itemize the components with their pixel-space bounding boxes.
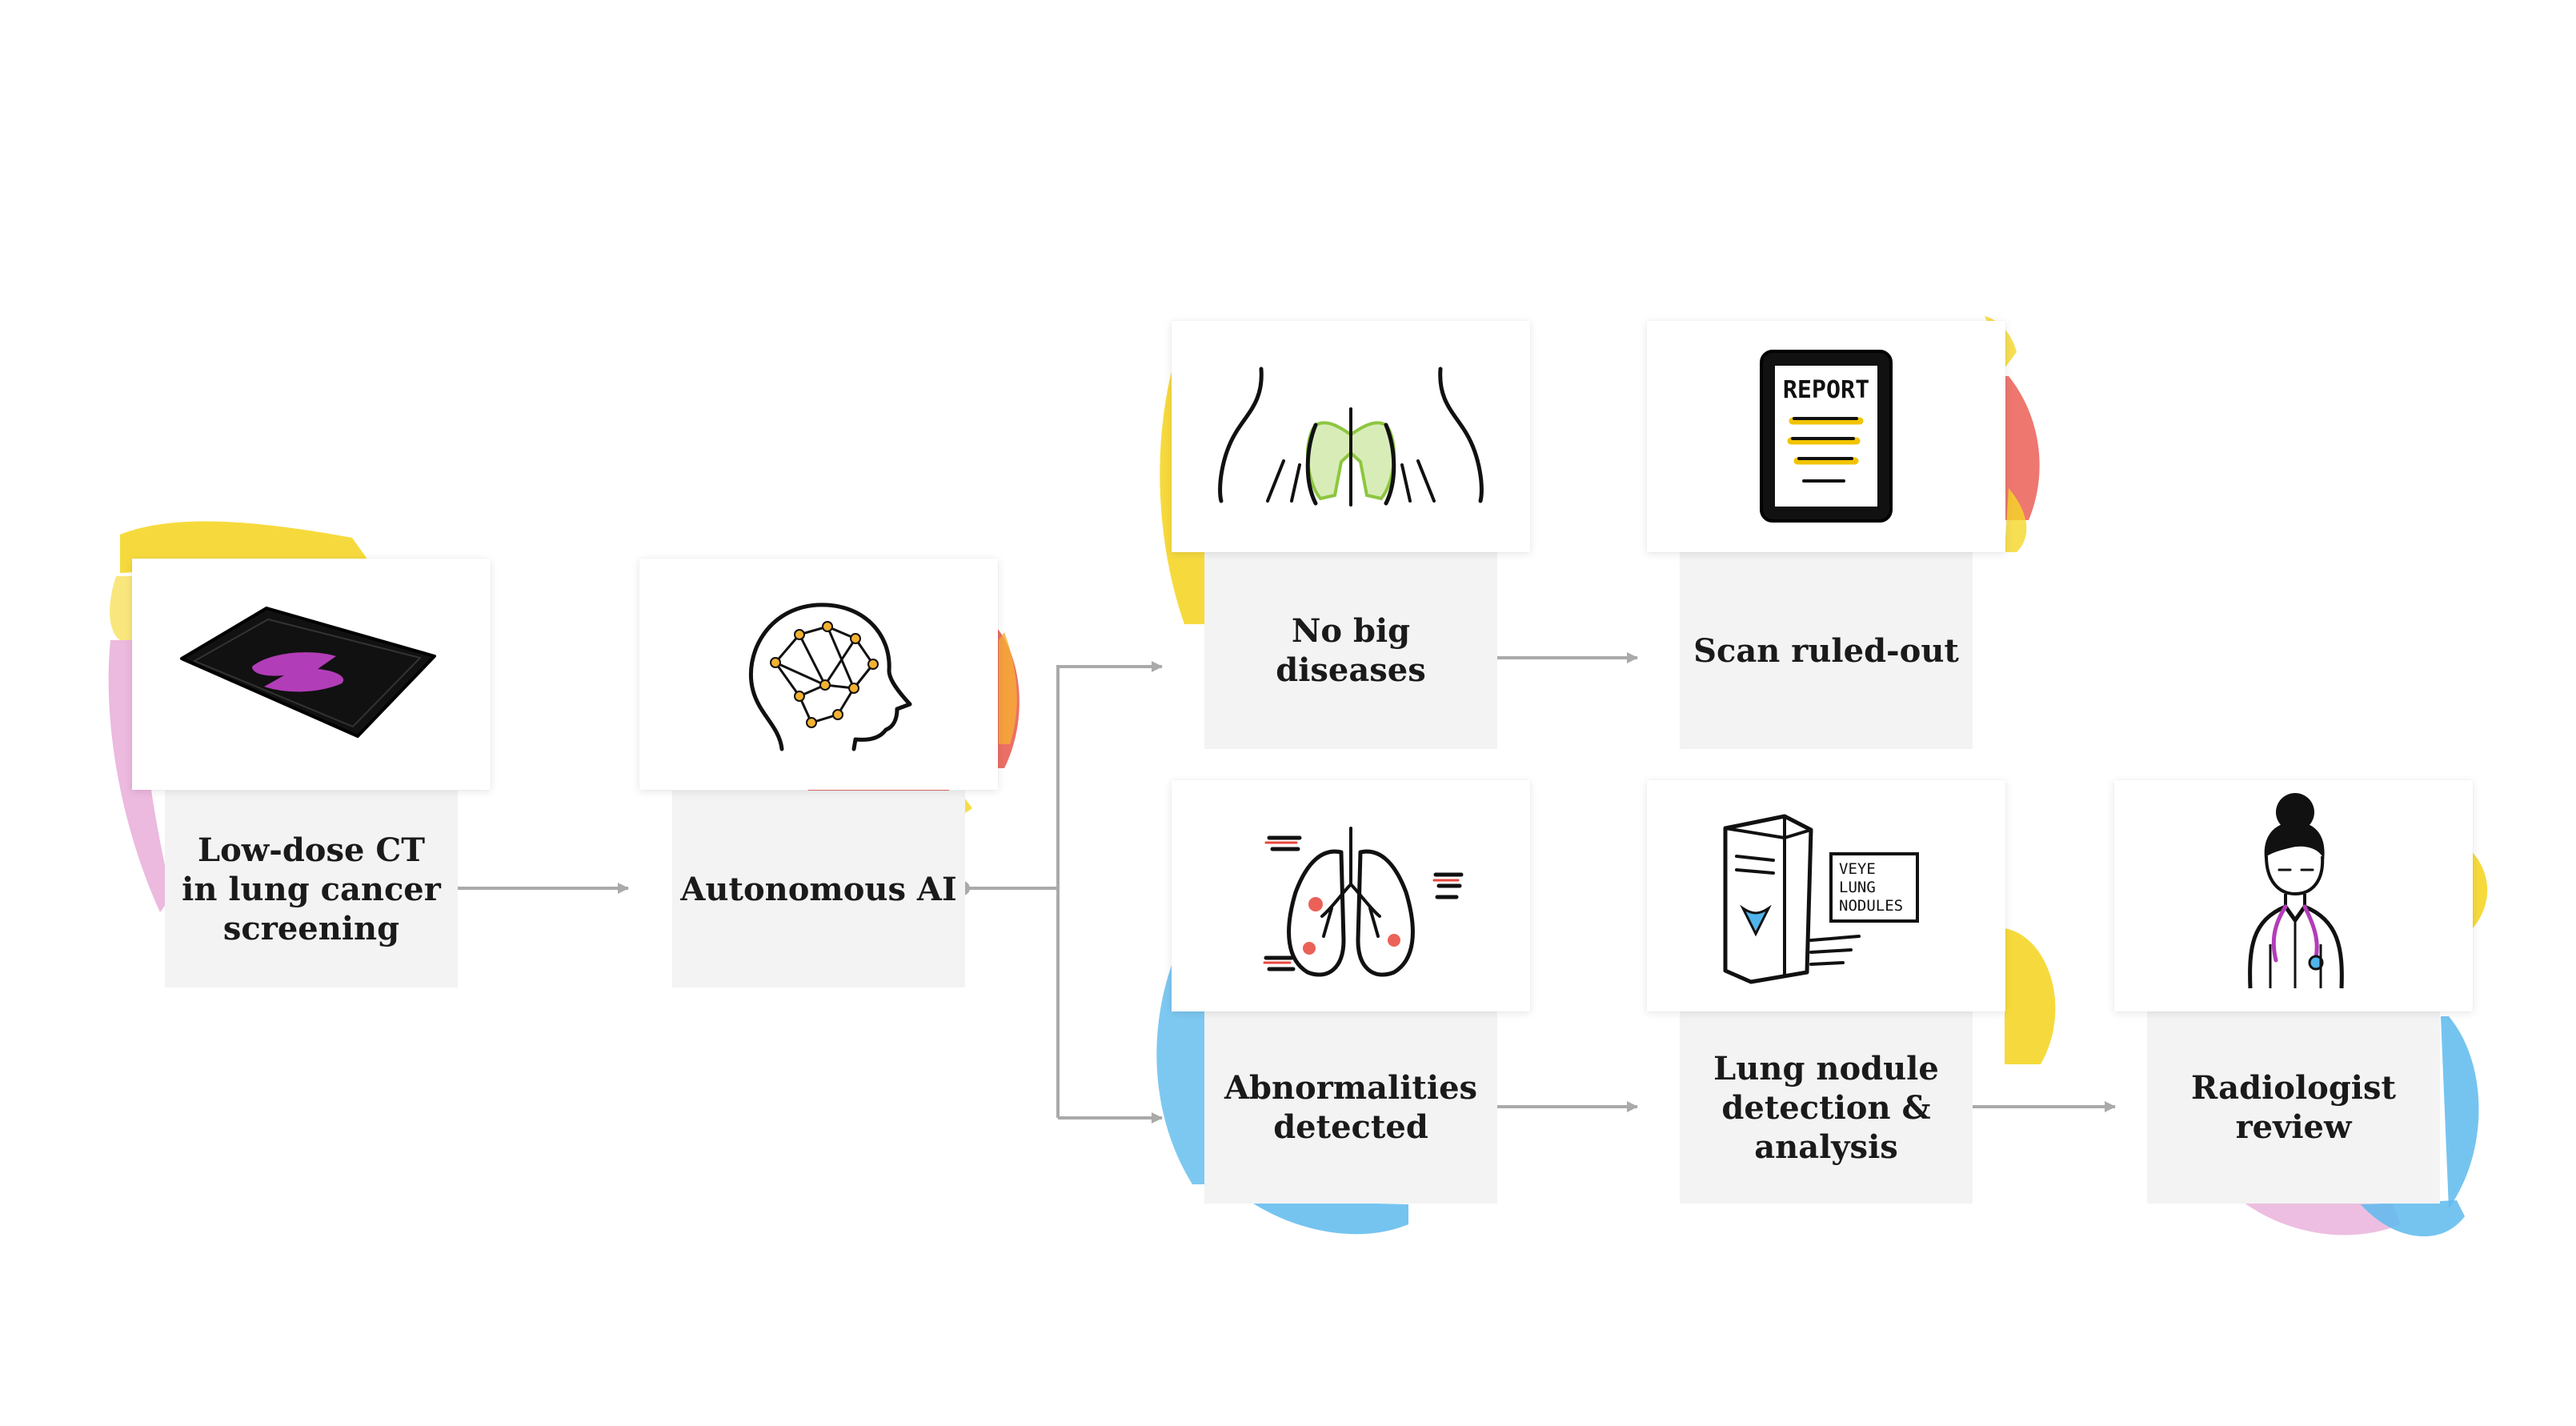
lungs-icon — [1263, 827, 1464, 977]
radiologist-icon — [2248, 793, 2344, 989]
chest-icon — [1218, 367, 1484, 507]
node-label-box: Lung nodule detection & analysis — [1680, 1011, 1973, 1204]
node-label: Abnormalities detected — [1224, 1069, 1478, 1146]
node-label-box: Autonomous AI — [672, 791, 965, 987]
node-label-box: Radiologist review — [2147, 1011, 2440, 1204]
screen-text-line: LUNG — [1839, 879, 1876, 896]
node-label: Lung nodule detection & analysis — [1713, 1049, 1939, 1166]
node-label: Autonomous AI — [680, 870, 957, 908]
node-image-card: REPORT — [1647, 321, 2005, 552]
node-label-box: Scan ruled-out — [1680, 552, 1973, 749]
node-image-card — [1172, 780, 1530, 1011]
screen-text-line: VEYE — [1839, 860, 1876, 878]
report-icon-text: REPORT — [1783, 376, 1869, 404]
node-image-card — [639, 559, 998, 790]
node-label: Radiologist review — [2191, 1069, 2396, 1146]
screen-text-line: NODULES — [1839, 897, 1903, 915]
node-label-box: Abnormalities detected — [1204, 1011, 1497, 1204]
ct-scan-icon — [180, 607, 436, 738]
node-label-box: No big diseases — [1204, 552, 1497, 749]
node-label-box: Low-dose CT in lung cancer screening — [165, 791, 458, 987]
paint-splashes — [108, 316, 2488, 1237]
ai-brain-icon — [748, 603, 912, 751]
node-image-card — [2114, 780, 2473, 1011]
node-label: No big diseases — [1276, 612, 1426, 689]
node-label: Scan ruled-out — [1693, 631, 1959, 670]
node-label: Low-dose CT in lung cancer screening — [182, 831, 441, 947]
report-clipboard-icon: REPORT — [1760, 350, 1893, 523]
node-image-card: VEYE LUNG NODULES — [1647, 780, 2005, 1011]
node-image-card — [132, 559, 491, 790]
computer-icon: VEYE LUNG NODULES — [1723, 814, 1919, 984]
node-image-card — [1172, 321, 1530, 552]
